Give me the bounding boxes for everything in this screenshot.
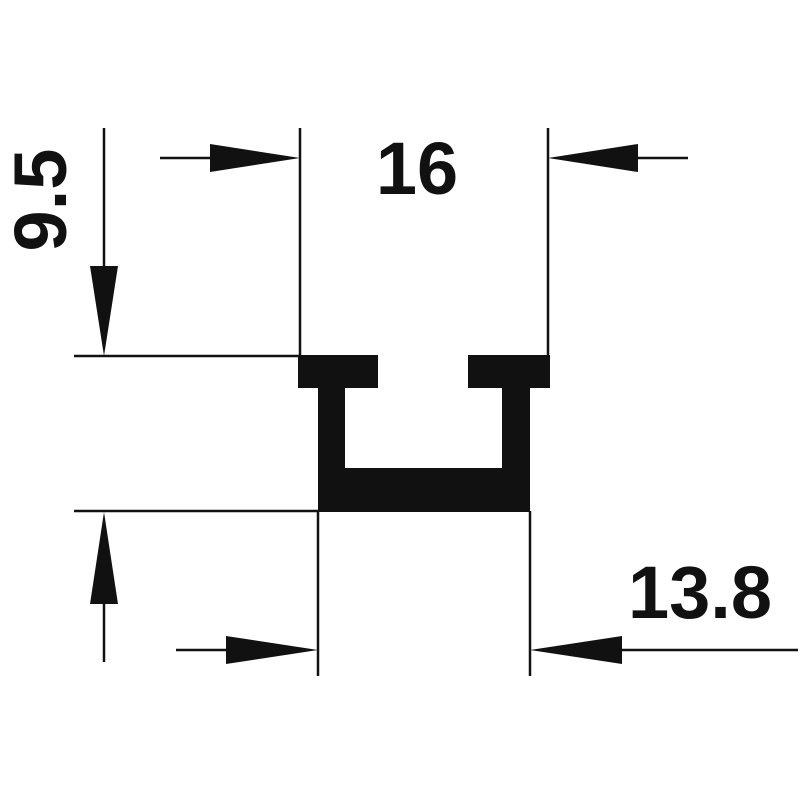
arrowhead-right <box>210 144 300 172</box>
dimension-label-base-width: 13.8 <box>628 551 772 634</box>
arrowhead-right <box>226 636 318 664</box>
dimension-total-width: 16 <box>160 127 688 210</box>
dimension-base-width: 13.8 <box>176 551 798 664</box>
extension-lines <box>74 128 550 676</box>
dimension-height: 9.5 <box>0 128 118 662</box>
dimension-label-total-width: 16 <box>376 127 458 210</box>
arrowhead-left <box>530 636 622 664</box>
arrowhead-down <box>90 266 118 356</box>
arrowhead-up <box>90 512 118 604</box>
arrowhead-left <box>548 144 638 172</box>
u-channel-profile <box>298 355 550 512</box>
dimension-label-height: 9.5 <box>0 149 82 252</box>
